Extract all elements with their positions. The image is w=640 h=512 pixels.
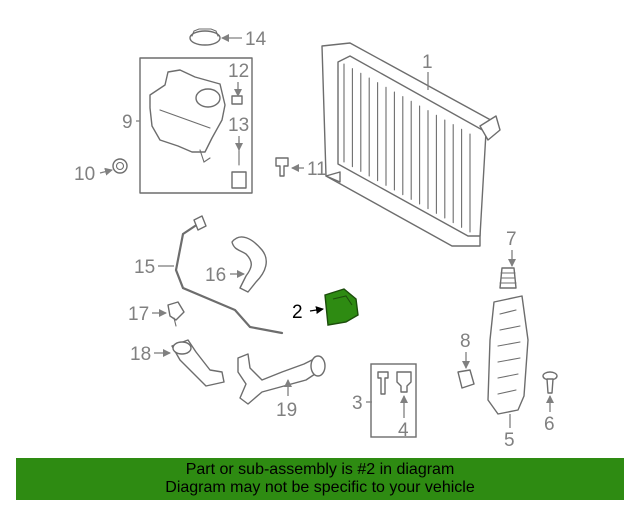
level-sensor[interactable] — [231, 139, 247, 189]
callout-3: 3 — [352, 393, 363, 414]
callout-16: 16 — [205, 265, 226, 286]
upper-coolant-hose[interactable] — [231, 236, 267, 293]
callout-8: 8 — [460, 331, 471, 352]
callout-18: 18 — [130, 344, 151, 365]
callout-4: 4 — [398, 420, 409, 441]
temperature-sensor[interactable] — [167, 301, 185, 327]
banner-line-2: Diagram may not be specific to your vehi… — [165, 479, 475, 496]
bleeder-screw[interactable] — [231, 95, 243, 105]
screw[interactable] — [542, 371, 558, 394]
callout-7: 7 — [506, 229, 517, 250]
rubber-bushing[interactable] — [499, 267, 517, 289]
parts-diagram: 1 2 3 4 5 6 7 8 9 10 11 12 13 14 15 16 1… — [74, 28, 558, 451]
reservoir-cap[interactable] — [189, 28, 221, 46]
callout-15: 15 — [134, 257, 155, 278]
clip[interactable] — [377, 371, 389, 395]
radiator[interactable] — [321, 42, 501, 247]
callout-6: 6 — [544, 414, 555, 435]
info-banner: Part or sub-assembly is #2 in diagram Di… — [16, 458, 624, 500]
callout-5: 5 — [504, 430, 515, 451]
callout-13: 13 — [228, 115, 249, 136]
expansion-tank-group — [139, 57, 253, 194]
fastener-kit-box — [370, 363, 417, 438]
drain-plug[interactable] — [112, 158, 128, 174]
bracket-highlighted[interactable] — [324, 288, 359, 326]
mounting-bolt[interactable] — [275, 157, 289, 177]
grommet[interactable] — [396, 371, 412, 393]
callout-labels: 1 2 3 4 5 6 7 8 9 10 11 12 13 14 15 16 1… — [74, 29, 555, 451]
callout-14: 14 — [245, 29, 267, 50]
callout-19: 19 — [276, 400, 297, 421]
callout-2: 2 — [292, 302, 303, 323]
leader-lines — [99, 34, 554, 428]
hose-connector[interactable] — [171, 339, 225, 387]
retaining-clip[interactable] — [457, 369, 475, 389]
callout-11: 11 — [307, 159, 327, 180]
banner-line-1: Part or sub-assembly is #2 in diagram — [185, 461, 455, 478]
air-duct[interactable] — [487, 295, 529, 415]
callout-1: 1 — [422, 52, 433, 73]
callout-17: 17 — [128, 304, 149, 325]
lower-coolant-hose[interactable] — [237, 353, 326, 405]
callout-9: 9 — [122, 112, 133, 133]
callout-12: 12 — [228, 61, 249, 82]
overflow-hose[interactable] — [174, 215, 284, 335]
callout-10: 10 — [74, 164, 95, 185]
